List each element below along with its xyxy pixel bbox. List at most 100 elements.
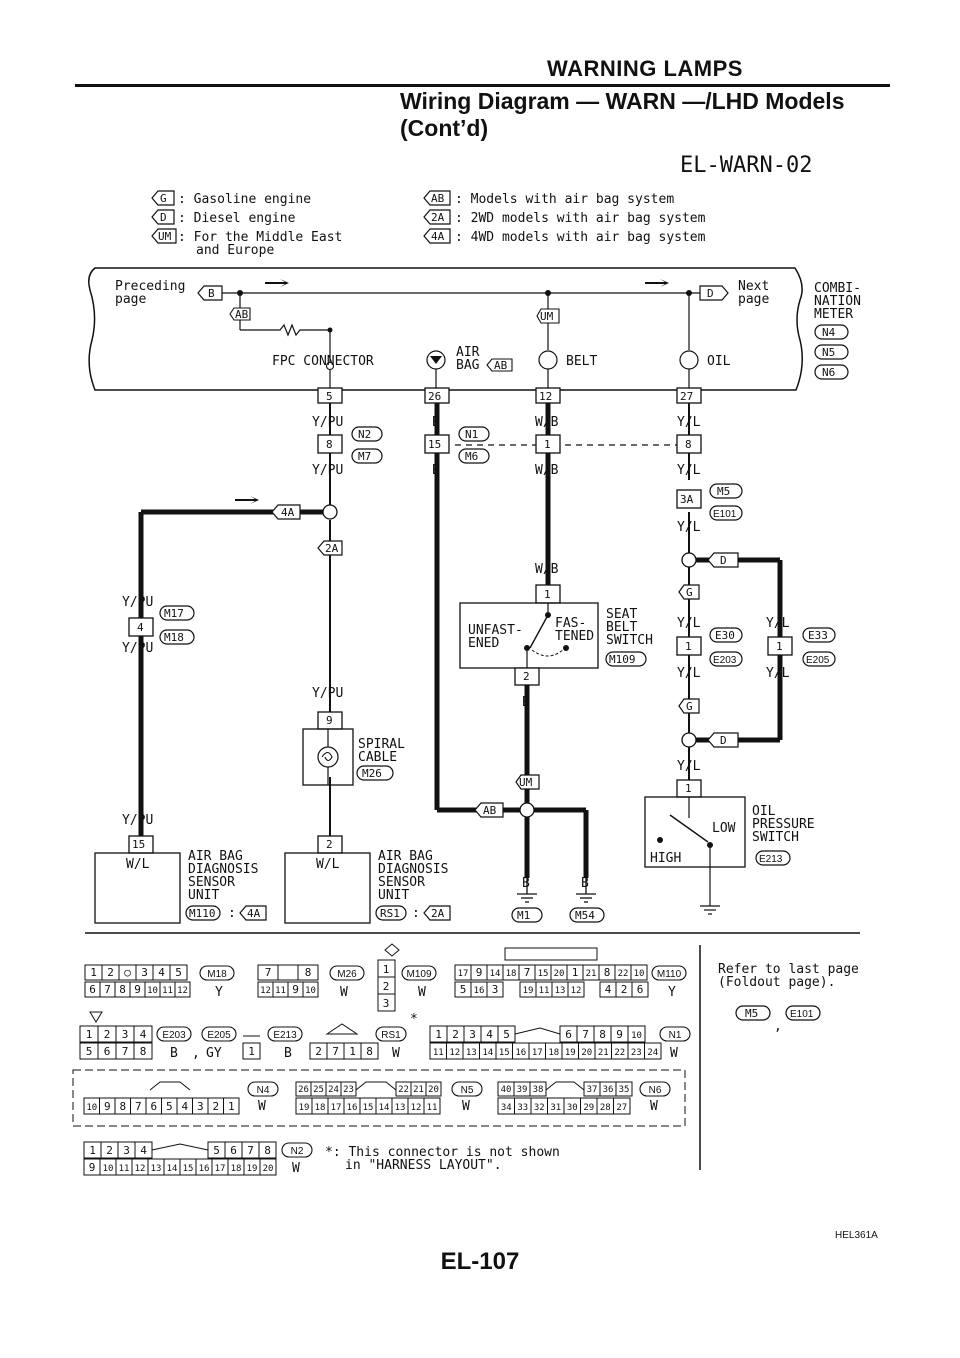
legend-code: 4A [431, 230, 445, 243]
pin-1: 1 [544, 588, 551, 601]
connector-id-tag [659, 1026, 691, 1042]
connector-pin-number: 9 [616, 1028, 623, 1041]
connector-pin-number: 2 [315, 1045, 322, 1058]
connector-pin-number: 23 [631, 1048, 642, 1058]
connector-pin-number: 4 [486, 1028, 493, 1041]
wire-color: B [522, 695, 530, 710]
connector-pin-number: 11 [539, 986, 550, 996]
spiral-cable: 9 SPIRAL CABLE [302, 711, 405, 786]
connector-pin-number: 2 [621, 983, 628, 996]
connector-pin-number: 12 [449, 1048, 460, 1058]
wire-labels: Y/PU Y/PU B B W/B W/B Y/L Y/L Y/L Y/PU Y… [122, 415, 790, 891]
pin-1: 1 [544, 438, 551, 451]
connector-pin-number: 2 [106, 1144, 113, 1157]
legend-text: : 2WD models with air bag system [455, 211, 706, 226]
connector-face-id: E203 [162, 1030, 186, 1041]
connector-pin-number: 9 [292, 983, 299, 996]
connector-cavity [377, 993, 396, 1012]
tag-g: G [686, 700, 693, 713]
connector-pin-number: 12 [571, 986, 582, 996]
connector-wire-color: Y [668, 985, 676, 1000]
pin-1: 1 [685, 782, 692, 795]
connector-pin-number: 1 [86, 1028, 93, 1041]
connector-face-id: N1 [669, 1030, 682, 1041]
connector-face-id: E213 [273, 1030, 297, 1041]
legend-text: : Models with air bag system [455, 192, 674, 207]
connector-pin-number: 3 [383, 997, 390, 1010]
connector-star: * [410, 1012, 418, 1027]
next-page-label: Next [738, 279, 769, 294]
connector-cavity [423, 1097, 441, 1115]
connector-pin-number: 5 [86, 1045, 93, 1058]
tag-2a: 2A [431, 907, 445, 920]
unit-colon: : [412, 906, 420, 921]
wire-color: Y/L [677, 666, 701, 681]
connector-face-id: M26 [337, 969, 357, 980]
connector-pin-number: 36 [603, 1085, 614, 1095]
connector-cavity [302, 981, 319, 998]
airbag-lamp-label: AIR [456, 345, 480, 360]
connector-m1: M1 [517, 909, 530, 922]
refer-note: (Foldout page). [718, 975, 835, 990]
spiral-cable-label: CABLE [358, 750, 397, 765]
connector-pin-number: 21 [586, 969, 597, 979]
tag-d: D [720, 734, 727, 747]
connector-pin-number: 20 [581, 1048, 592, 1058]
pin-2: 2 [523, 670, 530, 683]
connector-pin-number: 6 [104, 1045, 111, 1058]
connector-cavity [277, 964, 299, 981]
connector-cavity [644, 1042, 662, 1060]
connector-key [151, 1143, 209, 1151]
wire-color: Y/PU [122, 813, 153, 828]
connector-id-tag [201, 1026, 237, 1042]
connector-pin-number: 7 [524, 966, 531, 979]
connector-m18: M18 [164, 631, 184, 644]
preceding-page-label: Preceding [115, 279, 185, 294]
switch-label-fastened: TENED [555, 629, 594, 644]
connector-pin-number: ○ [124, 966, 131, 979]
connector-pin-number: 9 [104, 1100, 111, 1113]
connector-pin-number: 8 [119, 983, 126, 996]
fpc-connector-label: FPC CONNECTOR [272, 354, 374, 369]
connector-pin-number: 35 [619, 1085, 630, 1095]
oil-pressure-switch-label: OIL [752, 804, 776, 819]
next-page-label: page [738, 292, 769, 307]
connector-pin-number: 2 [452, 1028, 459, 1041]
connector-pin-number: 17 [532, 1048, 543, 1058]
connector-pin-number: 4 [140, 1144, 147, 1157]
connector-wire-color: W [650, 1099, 658, 1114]
wire-color: B [522, 876, 530, 891]
star-note-text: *: This connector is not shown [325, 1145, 560, 1160]
connector-id-tag [156, 1026, 192, 1042]
connector-pin-number: 18 [315, 1103, 326, 1113]
airbag-unit-label: UNIT [378, 888, 409, 903]
connector-wire-color: W [340, 985, 348, 1000]
connector-e30: E30 [715, 629, 735, 642]
connector-pin-number: 6 [565, 1028, 572, 1041]
legend-text: : Diesel engine [178, 211, 296, 226]
connector-pin-number: 2 [383, 980, 390, 993]
meter-title: COMBI- [814, 281, 861, 296]
connector-pin-number: 16 [474, 986, 485, 996]
wire-color: Y/L [677, 415, 701, 430]
tag-g: G [686, 586, 693, 599]
connector-cavity [425, 1081, 442, 1097]
connector-pin-number: 8 [305, 966, 312, 979]
connector-pin-number: 14 [379, 1103, 390, 1113]
section-title: WARNING LAMPS [547, 56, 743, 81]
connector-pin-number: 18 [231, 1164, 242, 1174]
connector-pin-number: 12 [260, 986, 271, 996]
connector-m109: M109 [609, 653, 636, 666]
connector-key [545, 1081, 585, 1091]
pin-5: 5 [326, 390, 333, 403]
connector-wire-color: W [418, 985, 426, 1000]
connector-cavity [169, 964, 188, 981]
connector-pin-number: 15 [499, 1048, 510, 1058]
connector-pin-number: 5 [503, 1028, 510, 1041]
connector-pin-number: 24 [328, 1085, 339, 1095]
connector-cavity [258, 1141, 277, 1159]
airbag-unit-4a: 15 W/L AIR BAG DIAGNOSIS SENSOR UNIT : 4… [94, 835, 267, 924]
connector-cavity [259, 1158, 277, 1176]
tag-4a: 4A [281, 506, 295, 519]
